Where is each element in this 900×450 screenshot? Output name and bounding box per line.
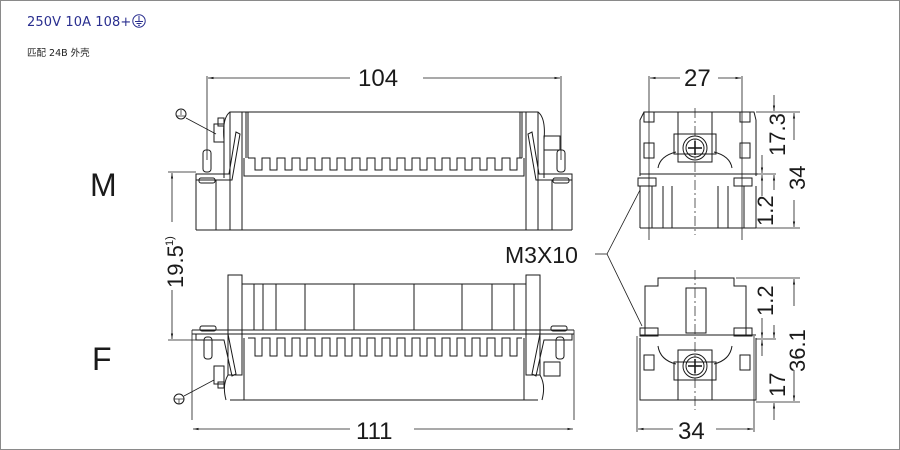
dim-1-2-top: 1.2 [753, 195, 778, 226]
dim-27: 27 [684, 65, 711, 92]
view-label-male: M [90, 167, 117, 203]
subtitle: 匹配 24B 外壳 [27, 48, 90, 59]
dim-36-1: 36.1 [785, 329, 810, 372]
page-title: 250V 10A 108+ [27, 14, 147, 30]
dim-1-2-bottom: 1.2 [753, 285, 778, 316]
dim-34-bottom: 34 [678, 418, 705, 445]
screw-label: M3X10 [505, 242, 578, 268]
dim-19-5: 19.5 [163, 245, 188, 288]
dim-111: 111 [356, 418, 392, 445]
ground-symbol-icon [132, 14, 147, 28]
dim-34-side: 34 [785, 166, 810, 190]
dim-17: 17 [765, 373, 790, 397]
title-text: 250V 10A 108+ [27, 15, 132, 30]
dim-17-3: 17.3 [765, 113, 790, 156]
female-side-view [636, 270, 800, 432]
dim-19-5-footnote: 1) [164, 236, 176, 246]
screw-callout-leader [595, 189, 643, 327]
male-front-view [175, 76, 573, 231]
labels: M F 104 111 27 34 M3X10 19.5 1) 17.3 34 … [90, 65, 810, 445]
male-side-view [637, 76, 800, 240]
dim-104: 104 [358, 65, 398, 92]
female-front-view [173, 274, 575, 431]
offset-dimension [168, 171, 196, 341]
view-label-female: F [92, 341, 112, 377]
